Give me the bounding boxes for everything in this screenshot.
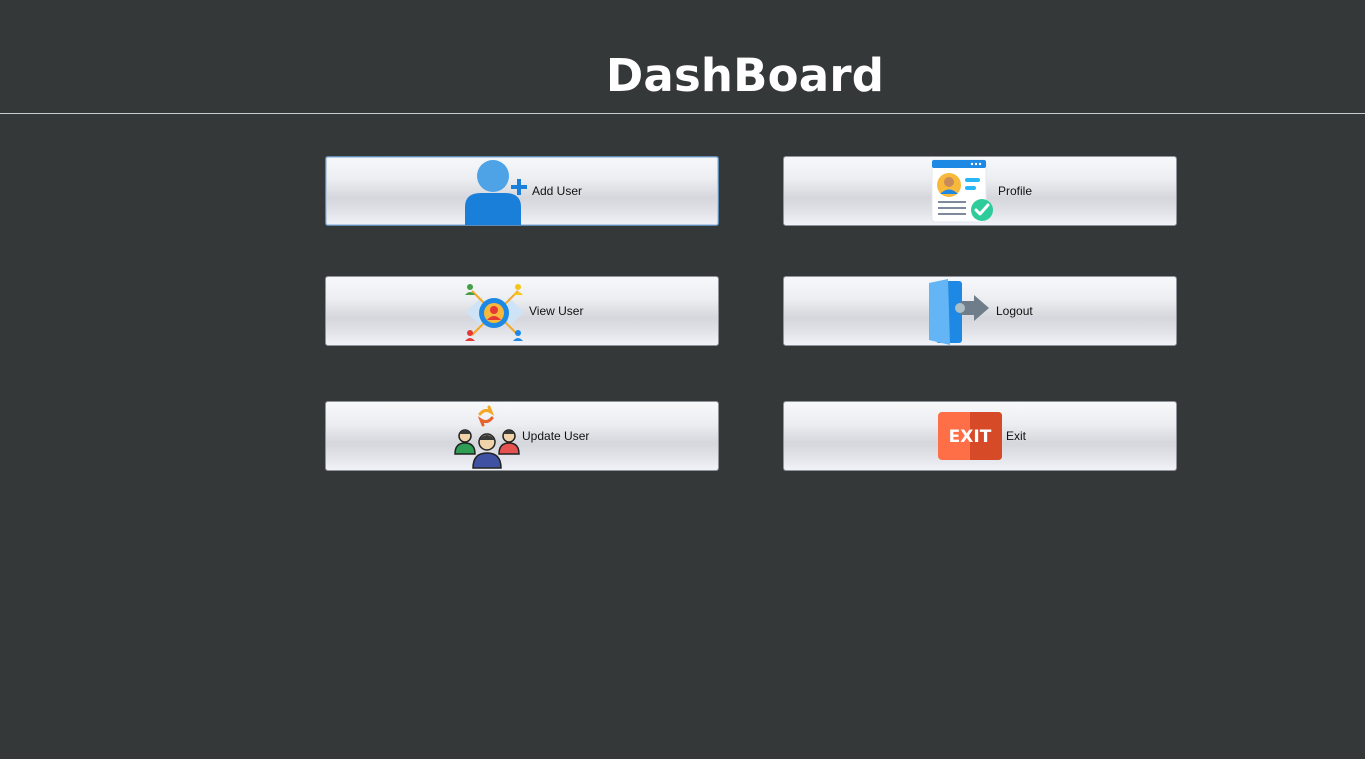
logout-label: Logout bbox=[996, 304, 1033, 318]
update-user-label: Update User bbox=[522, 429, 590, 443]
logout-button[interactable]: Logout bbox=[783, 276, 1177, 346]
update-user-button[interactable]: Update User bbox=[325, 401, 719, 471]
door-exit-arrow-icon bbox=[926, 279, 992, 345]
add-user-icon bbox=[461, 159, 527, 225]
profile-card-icon bbox=[929, 159, 995, 225]
update-users-icon bbox=[454, 404, 520, 470]
page-title: DashBoard bbox=[605, 49, 885, 102]
add-user-button[interactable]: Add User bbox=[325, 156, 719, 226]
exit-button[interactable]: EXIT Exit bbox=[783, 401, 1177, 471]
exit-label: Exit bbox=[1006, 429, 1027, 443]
exit-sign-text: EXIT bbox=[949, 427, 992, 447]
profile-button[interactable]: Profile bbox=[783, 156, 1177, 226]
header-divider bbox=[0, 113, 1365, 114]
add-user-label: Add User bbox=[532, 184, 583, 198]
view-users-network-icon bbox=[462, 279, 528, 345]
view-user-label: View User bbox=[529, 304, 584, 318]
profile-label: Profile bbox=[998, 184, 1033, 198]
view-user-button[interactable]: View User bbox=[325, 276, 719, 346]
exit-sign-icon: EXIT bbox=[938, 412, 1002, 460]
